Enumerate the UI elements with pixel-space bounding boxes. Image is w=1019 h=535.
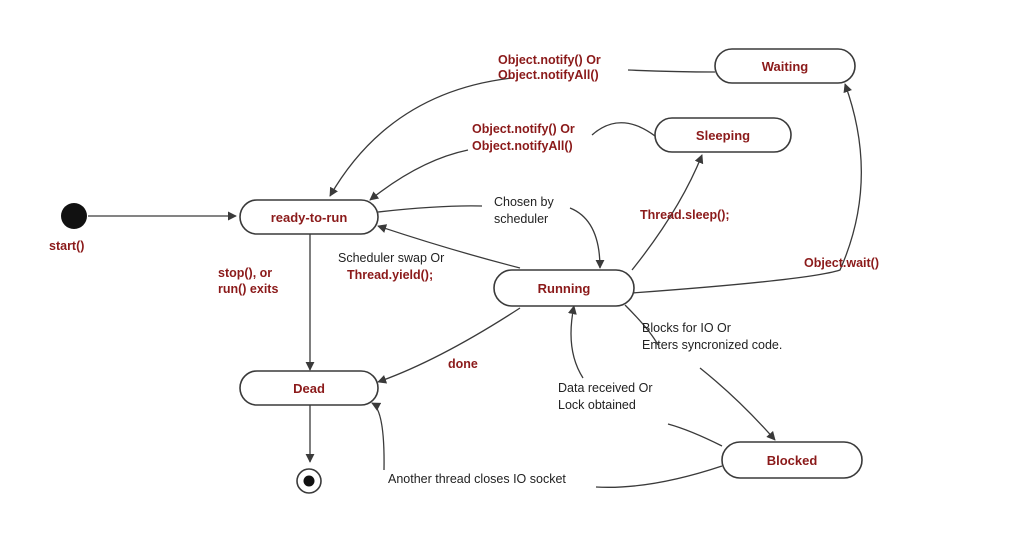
edge-waiting-label-line <box>627 69 716 73</box>
label-notify-sleeping-1: Object.notify() Or <box>472 122 575 136</box>
state-label-dead: Dead <box>293 381 325 396</box>
start-node <box>61 203 87 229</box>
label-blocks-1: Blocks for IO Or <box>642 321 731 335</box>
state-label-waiting: Waiting <box>762 59 809 74</box>
state-dead: Dead <box>239 370 379 406</box>
label-chosen-2: scheduler <box>494 212 548 226</box>
state-label-sleeping: Sleeping <box>696 128 750 143</box>
state-running: Running <box>493 269 635 307</box>
label-done: done <box>448 357 478 371</box>
label-data-2: Lock obtained <box>558 398 636 412</box>
edge-running-to-ready <box>377 224 521 269</box>
edge-blocked-to-dead <box>372 403 723 488</box>
state-label-ready-to-run: ready-to-run <box>271 210 348 225</box>
edge-running-to-sleeping <box>631 154 704 271</box>
edge-sleeping-to-ready <box>369 149 469 201</box>
edge-running-to-dead <box>377 307 521 384</box>
edge-sleeping-label-line <box>591 122 656 137</box>
label-swap-1: Scheduler swap Or <box>338 251 444 265</box>
edge-running-to-waiting <box>631 83 862 294</box>
edge-blocked-to-running <box>571 306 723 447</box>
state-label-running: Running <box>538 281 591 296</box>
label-sleep: Thread.sleep(); <box>640 208 730 222</box>
state-ready-to-run: ready-to-run <box>239 199 379 235</box>
edge-ready-to-running <box>377 205 600 268</box>
edge-waiting-to-ready <box>329 77 513 197</box>
label-data-1: Data received Or <box>558 381 652 395</box>
edge-running-to-blocked <box>624 304 775 440</box>
label-notify-waiting-2: Object.notifyAll() <box>498 68 599 82</box>
label-swap-2: Thread.yield(); <box>347 268 433 282</box>
state-label-blocked: Blocked <box>767 453 818 468</box>
state-waiting: Waiting <box>714 48 856 84</box>
label-start: start() <box>49 239 84 253</box>
label-blocks-2: Enters syncronized code. <box>642 338 782 352</box>
label-notify-sleeping-2: Object.notifyAll() <box>472 139 573 153</box>
label-wait: Object.wait() <box>804 256 879 270</box>
state-sleeping: Sleeping <box>654 117 792 153</box>
label-another-thread: Another thread closes IO socket <box>388 472 566 486</box>
state-blocked: Blocked <box>721 441 863 479</box>
label-stop-1: stop(), or <box>218 266 272 280</box>
label-stop-2: run() exits <box>218 282 278 296</box>
label-notify-waiting-1: Object.notify() Or <box>498 53 601 67</box>
end-node-inner <box>303 475 315 487</box>
label-chosen-1: Chosen by <box>494 195 555 209</box>
